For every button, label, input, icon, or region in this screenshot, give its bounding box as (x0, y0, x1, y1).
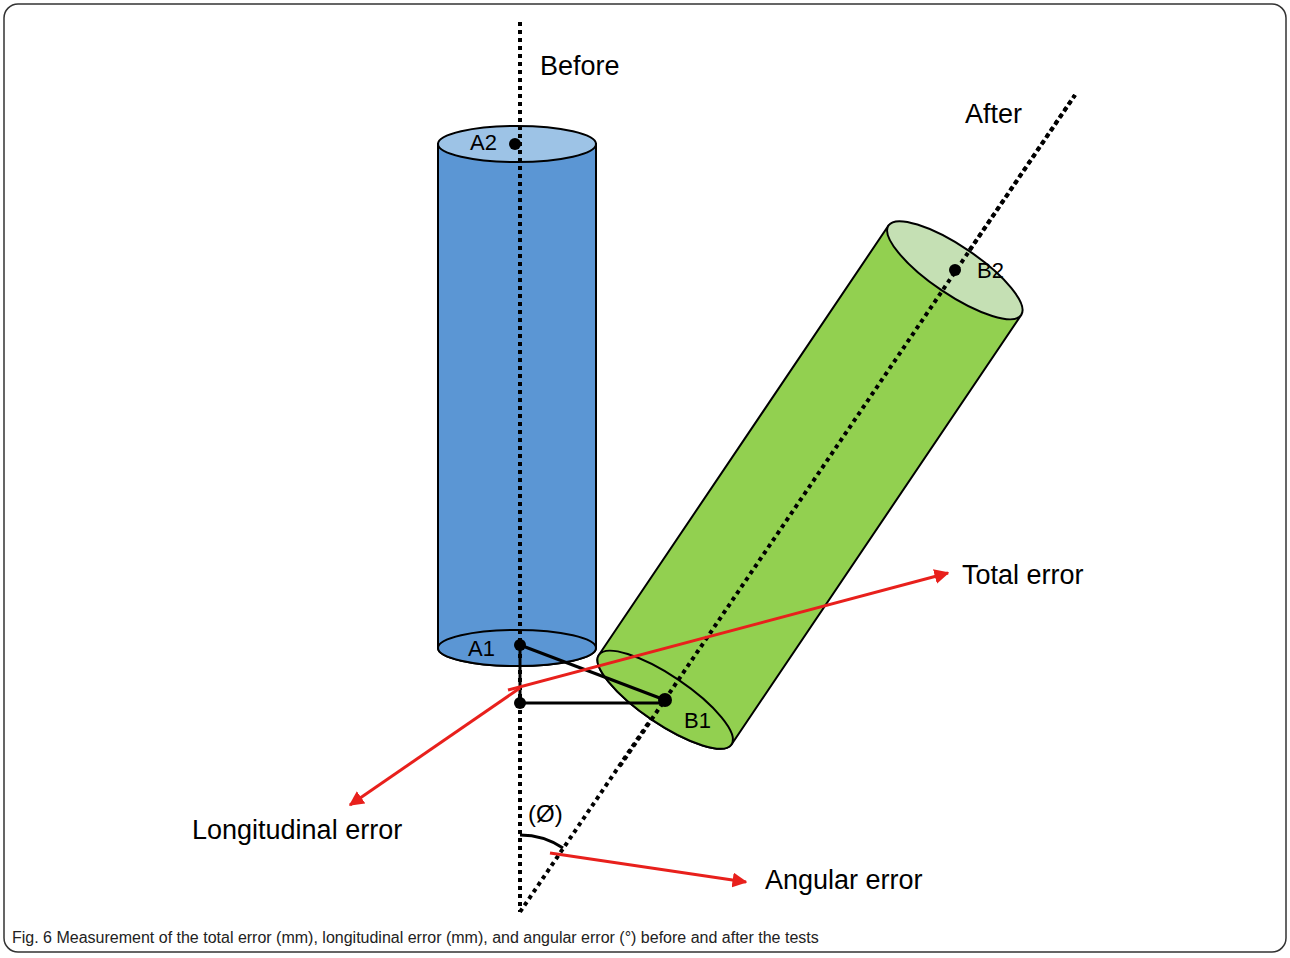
angle-symbol: (Ø) (528, 800, 563, 828)
axis-label: After (965, 99, 1022, 130)
point-label: A1 (468, 636, 495, 661)
points (509, 138, 961, 709)
after-axis (520, 95, 1075, 912)
after-axis-over (620, 95, 1075, 766)
before-cylinder (438, 22, 596, 666)
leader-arrows (350, 573, 948, 882)
point-label: B2 (977, 258, 1004, 283)
error-label: Angular error (765, 865, 923, 896)
angle-arc (520, 835, 563, 848)
figure-caption: Fig. 6 Measurement of the total error (m… (12, 929, 819, 947)
point-label: A2 (470, 130, 497, 155)
error-label: Longitudinal error (192, 815, 402, 846)
figure-frame (4, 4, 1286, 952)
point-label: B1 (684, 708, 711, 733)
axis-label: Before (540, 51, 620, 82)
error-label: Total error (962, 560, 1084, 591)
